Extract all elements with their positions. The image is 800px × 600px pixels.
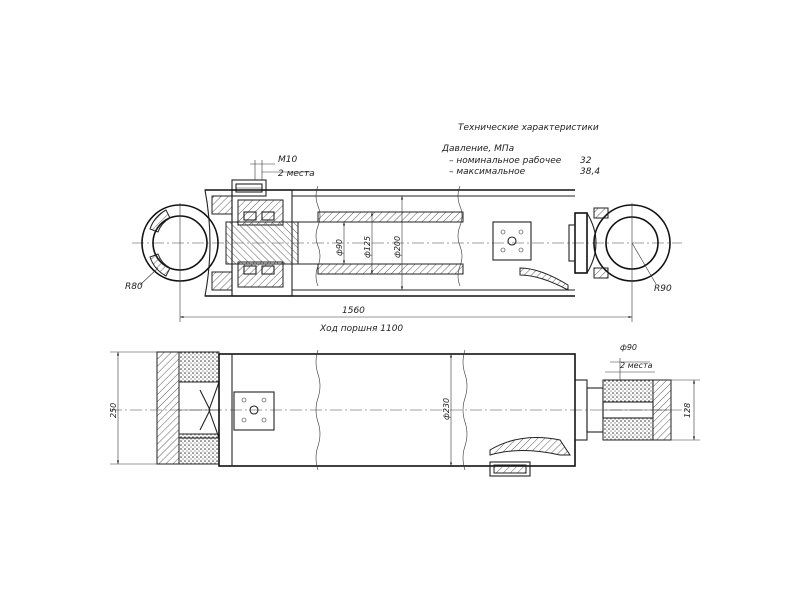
- dim-d230: ф230: [442, 398, 451, 420]
- nominal-pressure-value: 32: [580, 156, 592, 166]
- dim-d200: ф200: [393, 236, 402, 258]
- max-pressure-value: 38,4: [580, 167, 600, 177]
- right-eye: R90: [593, 203, 672, 294]
- specs-title: Технические характеристики: [458, 123, 599, 133]
- top-port-block: [492, 221, 569, 291]
- rear-cap: [568, 212, 597, 274]
- left-eye-side: [156, 351, 220, 465]
- m10-callout: М10 2 места: [250, 155, 315, 180]
- dim-d90: ф90: [335, 239, 344, 256]
- top-section-view: R80 М10 2 мест: [125, 155, 682, 334]
- dim-r90: R90: [654, 284, 672, 294]
- max-pressure-label: – максимальное: [449, 167, 526, 177]
- piston-section: [225, 189, 299, 297]
- dim-h250: 250: [109, 403, 118, 418]
- dim-bushing-two-places: 2 места: [620, 361, 653, 370]
- height-128-dimension: 128: [671, 379, 700, 441]
- bottom-side-view: 250 ф230: [109, 343, 700, 477]
- dim-stroke: Ход поршня 1100: [319, 324, 403, 334]
- left-eye: R80: [125, 203, 219, 292]
- barrel-side: ф230: [218, 349, 576, 477]
- height-250-dimension: 250: [109, 351, 157, 465]
- specifications-block: Технические характеристики Давление, МПа…: [441, 123, 600, 177]
- bushing-callout: ф90 2 места: [605, 343, 655, 380]
- dim-r80: R80: [125, 282, 143, 292]
- dim-d125: ф125: [363, 236, 372, 258]
- dim-h128: 128: [683, 403, 692, 418]
- dim-length: 1560: [342, 306, 365, 316]
- dim-m10: М10: [278, 155, 297, 165]
- barrel-section: ф90 ф125 ф200: [205, 185, 575, 297]
- right-eye-side: [602, 379, 672, 441]
- dim-d90-bushing: ф90: [620, 343, 637, 352]
- nominal-pressure-label: – номинальное рабочее: [449, 156, 562, 166]
- dim-m10-two-places: 2 места: [278, 169, 315, 179]
- length-dimension: 1560 Ход поршня 1100: [179, 283, 633, 334]
- pressure-label: Давление, МПа: [441, 144, 514, 154]
